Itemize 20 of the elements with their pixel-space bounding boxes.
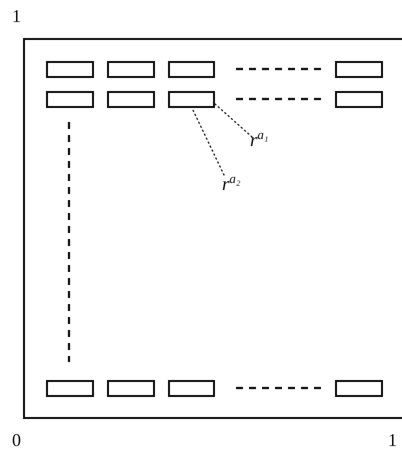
rectangle bbox=[168, 380, 215, 397]
rectangle bbox=[335, 380, 383, 397]
axis-value: 0 bbox=[12, 430, 21, 450]
leader-line bbox=[191, 107, 225, 176]
rectangle bbox=[168, 61, 215, 78]
square-frame bbox=[23, 38, 402, 419]
rectangle bbox=[46, 61, 94, 78]
rectangle bbox=[168, 91, 215, 108]
rectangle bbox=[335, 91, 383, 108]
rectangle bbox=[107, 91, 155, 108]
math-symbol: r$^{a₂}$ bbox=[222, 168, 240, 196]
leader-line bbox=[214, 103, 253, 138]
rectangle bbox=[335, 61, 383, 78]
rectangle bbox=[107, 61, 155, 78]
rectangle bbox=[46, 91, 94, 108]
rectangle bbox=[107, 380, 155, 397]
rectangle bbox=[46, 380, 94, 397]
math-symbol: r$^{a₁}$ bbox=[250, 124, 268, 152]
axis-value: 1 bbox=[388, 430, 397, 450]
axis-value: 1 bbox=[12, 6, 21, 26]
